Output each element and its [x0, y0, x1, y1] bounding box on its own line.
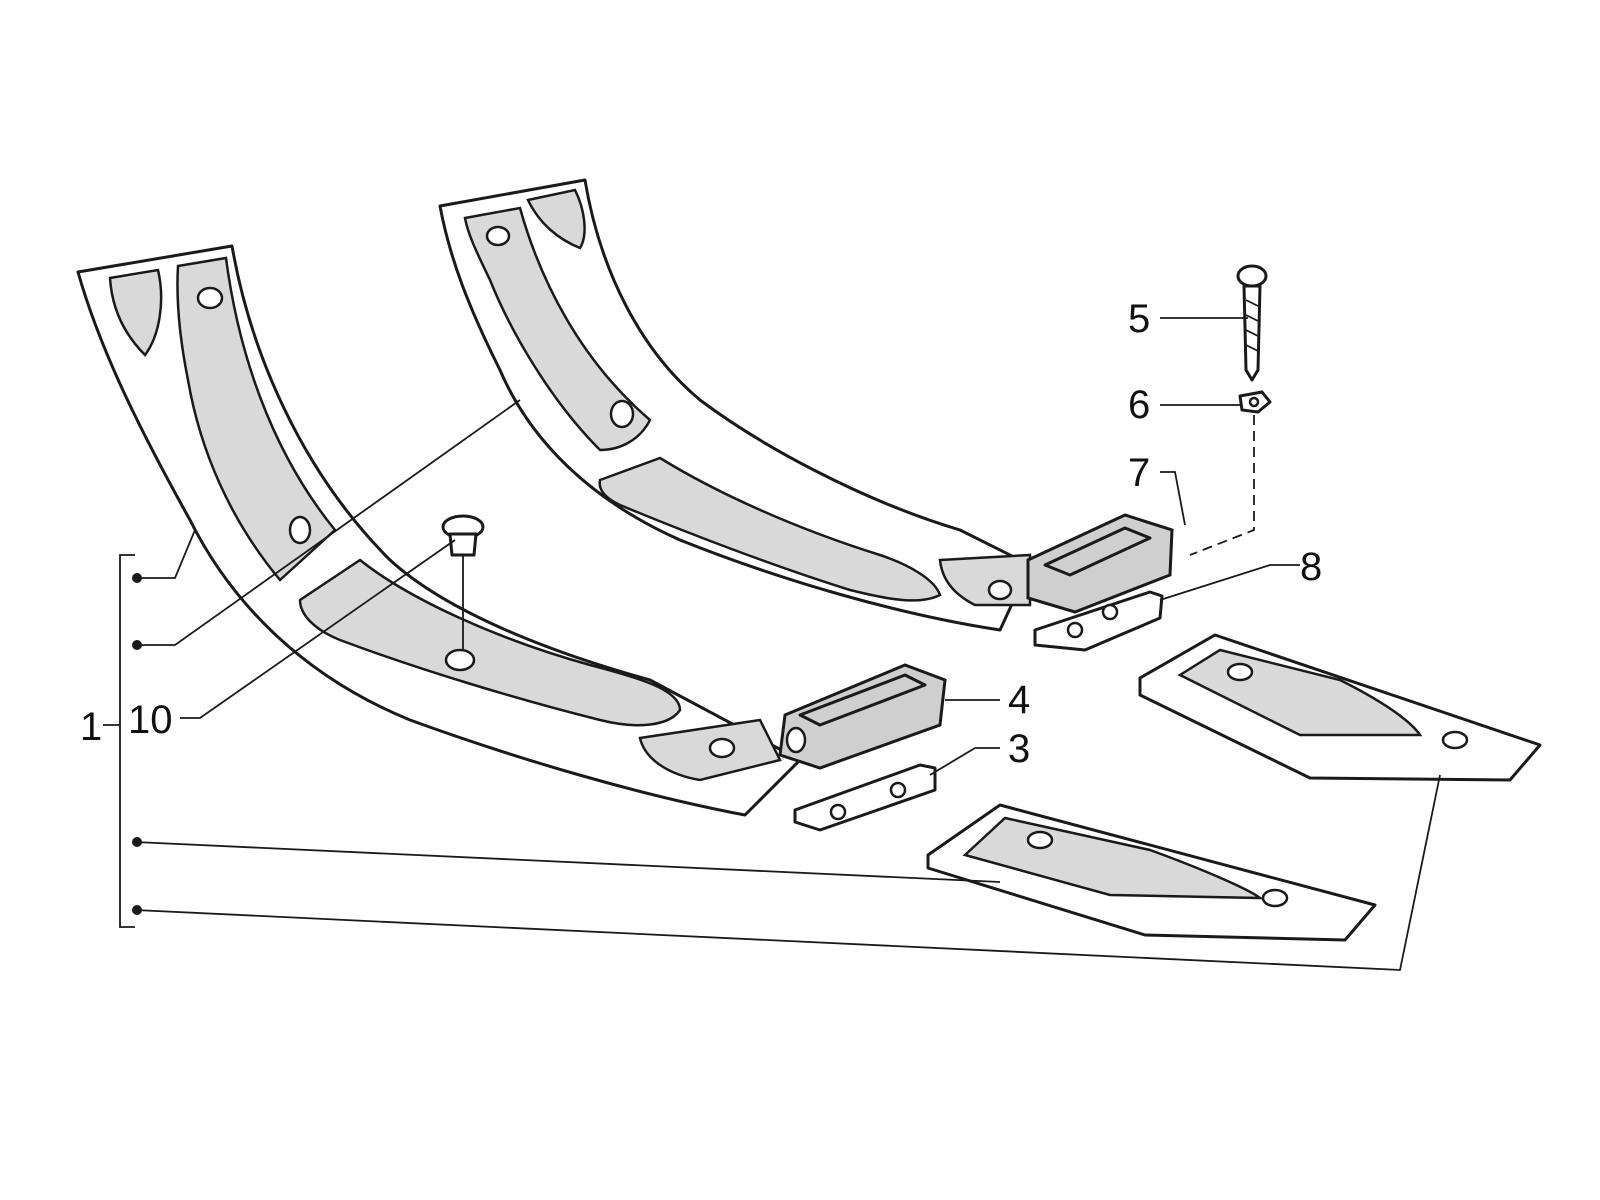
- callout-6: 6: [1128, 383, 1150, 427]
- right-footboard-mat: [438, 178, 1032, 632]
- callout-8: 8: [1300, 545, 1322, 589]
- callout-4: 4: [1008, 678, 1030, 722]
- leader-7: [1160, 471, 1186, 526]
- leader-1d: [134, 774, 1441, 971]
- side-pad-right: [1138, 633, 1542, 782]
- leader-1b: [135, 399, 521, 646]
- leader-10: [180, 539, 456, 719]
- side-pad-left: [926, 803, 1377, 942]
- callout-10: 10: [128, 698, 173, 742]
- bracket-item-1: [119, 554, 135, 928]
- bracket-rear: [1033, 590, 1164, 652]
- leader-1c: [134, 841, 1001, 883]
- push-clip: [441, 514, 485, 557]
- callout-3: 3: [1008, 727, 1030, 771]
- leader-3: [929, 747, 1000, 776]
- left-footboard-mat: [76, 244, 802, 817]
- callout-1: 1: [80, 705, 102, 749]
- bracket-front: [793, 763, 937, 832]
- screw-axis-line: [1189, 415, 1255, 556]
- bullet-dot: [132, 837, 142, 847]
- bullet-dot: [132, 573, 142, 583]
- leader-1a: [135, 529, 196, 579]
- callout-7: 7: [1128, 451, 1150, 495]
- rubber-block-front: [778, 663, 947, 770]
- callout-5: 5: [1128, 297, 1150, 341]
- rubber-block-rear: [1026, 513, 1174, 614]
- leader-8: [1159, 564, 1300, 601]
- screw: [1236, 264, 1268, 382]
- bullet-dot: [132, 905, 142, 915]
- washer: [1238, 390, 1272, 414]
- bullet-dot: [132, 640, 142, 650]
